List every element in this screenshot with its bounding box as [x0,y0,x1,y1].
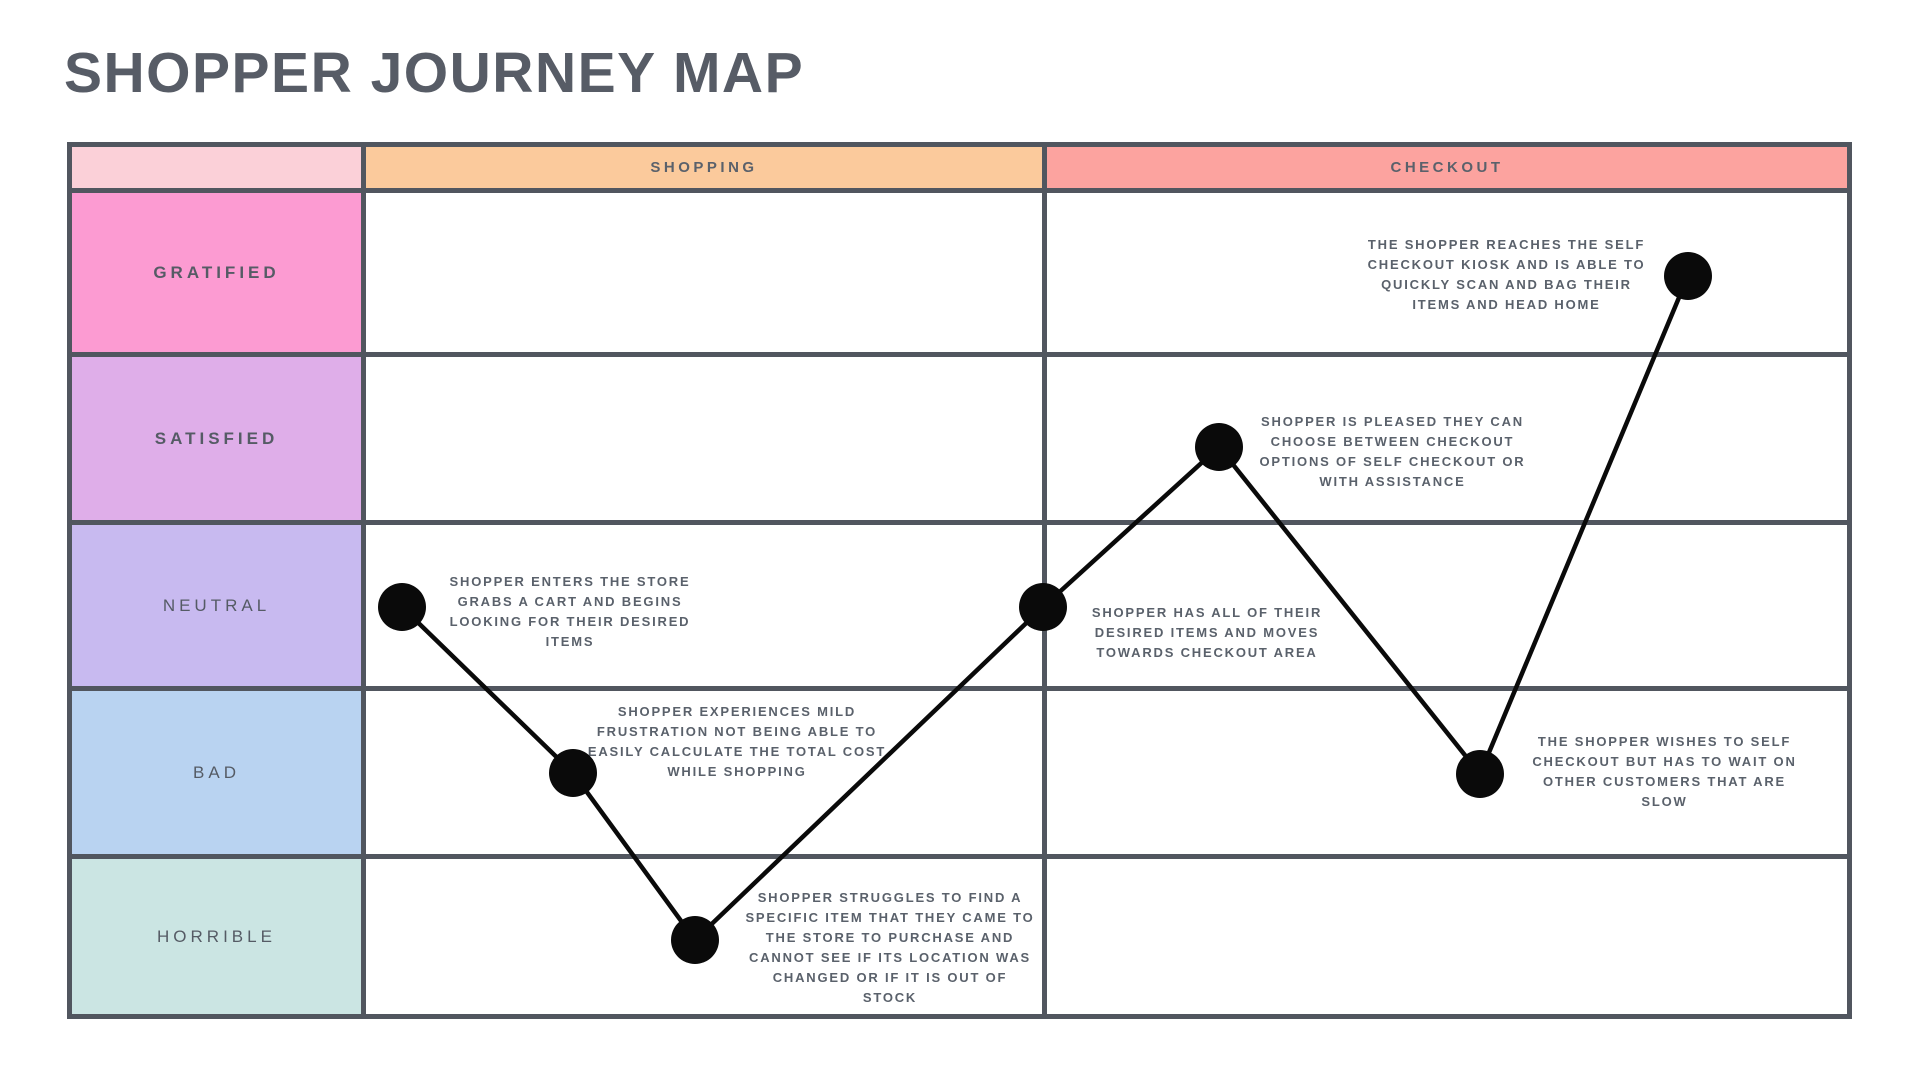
emotion-label-neutral: NEUTRAL [72,525,361,686]
annotation-self-checkout: THE SHOPPER REACHES THE SELF CHECKOUT KI… [1367,237,1646,312]
emotion-label-satisfied: SATISFIED [72,357,361,520]
stage-header-checkout: CHECKOUT [1047,147,1847,188]
journey-cell [366,357,1042,520]
stage-header-shopping: SHOPPING [366,147,1042,188]
corner-cell [72,147,361,188]
annotation-pleased-options: SHOPPER IS PLEASED THEY CAN CHOOSE BETWE… [1259,414,1526,489]
annotation-enter-store: SHOPPER ENTERS THE STORE GRABS A CART AN… [449,574,691,649]
annotation-mild-frustration: SHOPPER EXPERIENCES MILD FRUSTRATION NOT… [587,704,887,779]
journey-cell [366,193,1042,352]
emotion-label-gratified: GRATIFIED [72,193,361,352]
emotion-label-bad: BAD [72,691,361,854]
emotion-label-horrible: HORRIBLE [72,859,361,1014]
annotation-wait-customers: THE SHOPPER WISHES TO SELF CHECKOUT BUT … [1532,734,1797,809]
journey-cell [1047,859,1847,1014]
annotation-struggles-find: SHOPPER STRUGGLES TO FIND A SPECIFIC ITE… [745,890,1035,1005]
annotation-moves-checkout: SHOPPER HAS ALL OF THEIR DESIRED ITEMS A… [1091,605,1323,660]
page-title: SHOPPER JOURNEY MAP [64,41,805,105]
